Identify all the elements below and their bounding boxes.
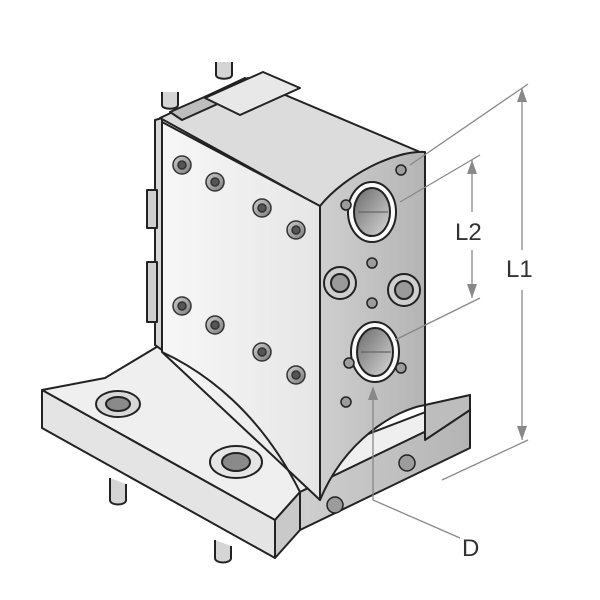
base-bolt [95,390,141,418]
side-face-features [323,164,421,514]
small-hole [395,164,407,176]
locating-pin [214,540,232,564]
small-hole [326,496,344,514]
bolt-head [286,365,306,385]
lower-bore [350,321,400,383]
locating-pin [215,62,233,80]
dimension-lines [368,83,529,539]
small-hole [366,297,378,309]
base-fasteners [95,62,263,564]
small-hole [398,454,416,472]
l1-label: L1 [506,256,533,283]
base-bolt [209,445,263,479]
bolt-head [286,220,306,240]
bolt-head [205,172,225,192]
upright-body [146,71,471,501]
upper-bore [347,181,397,243]
small-hole [366,257,378,269]
bolt-head [172,296,192,316]
bolt-head [172,155,192,175]
small-hole [343,357,355,369]
small-hole [340,199,352,211]
small-hole [340,396,352,408]
l2-label: L2 [455,219,482,246]
bolt-head [252,342,272,362]
coolant-screw [323,266,357,300]
bolt-head [252,198,272,218]
locating-pin [161,92,179,110]
d-label: D [462,535,479,562]
locating-pin [109,478,127,506]
front-bolt-pattern [172,155,306,385]
bolt-head [205,315,225,335]
d-leader-line [372,388,461,539]
coolant-screw [387,273,421,307]
small-hole [395,362,407,374]
